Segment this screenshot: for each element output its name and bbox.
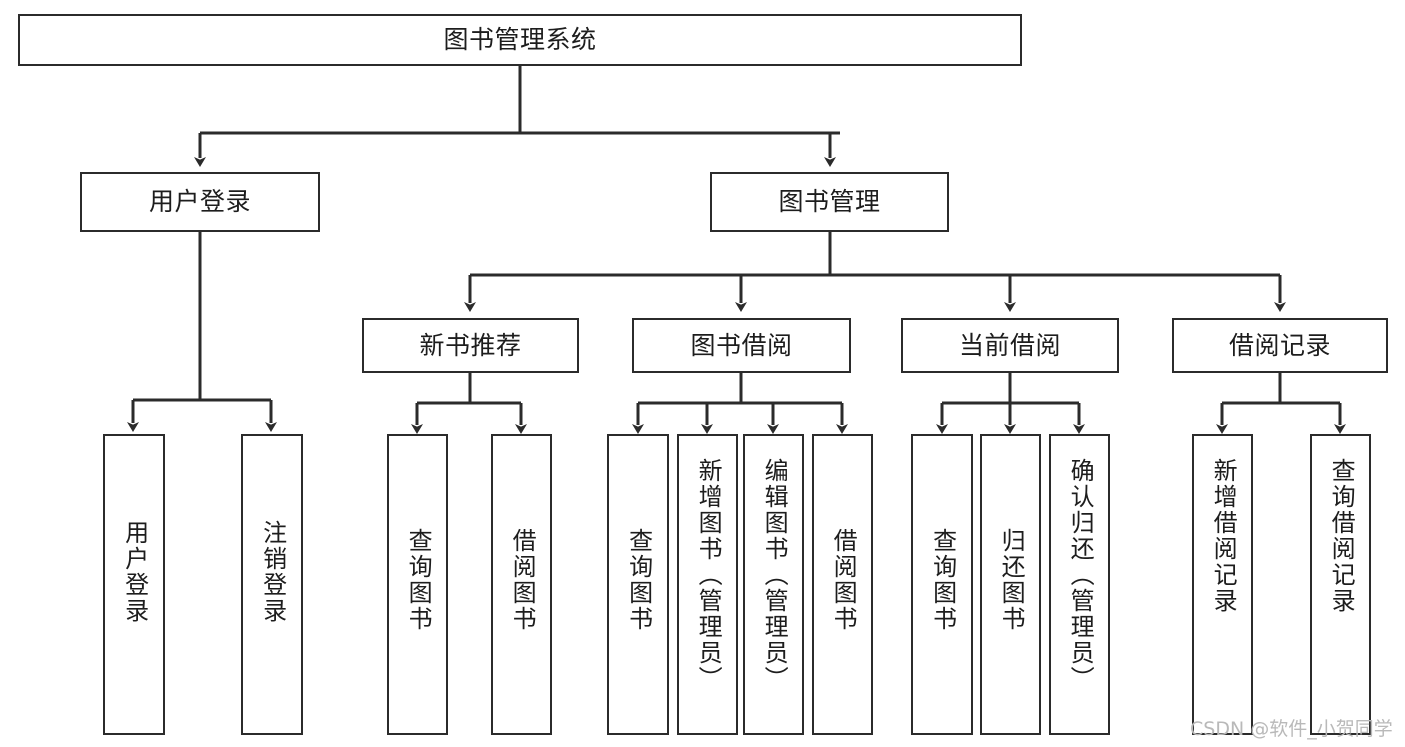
node-label: 归还图书	[997, 528, 1026, 632]
node-label: 当前借阅	[958, 330, 1061, 360]
leaf-query-borrow-record[interactable]: 查询借阅记录	[1310, 434, 1371, 735]
node-label: 图书管理	[778, 187, 881, 217]
node-user-login[interactable]: 用户登录	[80, 172, 320, 232]
leaf-borrow-book-new[interactable]: 借阅图书	[491, 434, 552, 735]
watermark: CSDN @软件_小贺同学	[1190, 718, 1393, 740]
node-borrow-record[interactable]: 借阅记录	[1172, 318, 1388, 373]
node-root-book-management-system[interactable]: 图书管理系统	[18, 14, 1022, 66]
leaf-return-book[interactable]: 归还图书	[980, 434, 1041, 735]
node-label: 新增借阅记录	[1209, 458, 1238, 614]
node-label: 确认归还（管理员）	[1066, 458, 1095, 692]
leaf-add-book-admin[interactable]: 新增图书（管理员）	[677, 434, 738, 735]
leaf-query-book-borrow[interactable]: 查询图书	[607, 434, 669, 735]
node-current-borrow[interactable]: 当前借阅	[901, 318, 1119, 373]
node-book-borrow[interactable]: 图书借阅	[632, 318, 851, 373]
node-label: 新书推荐	[419, 330, 522, 360]
leaf-logout[interactable]: 注销登录	[241, 434, 303, 735]
node-label: 查询图书	[928, 528, 957, 632]
leaf-query-book-new[interactable]: 查询图书	[387, 434, 448, 735]
node-label: 查询图书	[404, 528, 433, 632]
leaf-confirm-return-admin[interactable]: 确认归还（管理员）	[1049, 434, 1110, 735]
node-label: 新增图书（管理员）	[694, 458, 723, 692]
leaf-add-borrow-record[interactable]: 新增借阅记录	[1192, 434, 1253, 735]
node-label: 用户登录	[120, 520, 149, 624]
node-book-management[interactable]: 图书管理	[710, 172, 949, 232]
leaf-borrow-book[interactable]: 借阅图书	[812, 434, 873, 735]
node-label: 查询图书	[624, 528, 653, 632]
leaf-user-login[interactable]: 用户登录	[103, 434, 165, 735]
node-label: 注销登录	[258, 520, 287, 624]
node-label: 图书借阅	[690, 330, 793, 360]
node-label: 借阅图书	[829, 528, 858, 632]
node-label: 编辑图书（管理员）	[760, 458, 789, 692]
node-label: 查询借阅记录	[1327, 458, 1356, 614]
leaf-edit-book-admin[interactable]: 编辑图书（管理员）	[743, 434, 804, 735]
node-label: 图书管理系统	[443, 25, 597, 55]
leaf-query-book-current[interactable]: 查询图书	[911, 434, 973, 735]
node-label: 借阅记录	[1228, 330, 1331, 360]
node-label: 借阅图书	[508, 528, 537, 632]
node-label: 用户登录	[148, 187, 251, 217]
node-new-book-recommend[interactable]: 新书推荐	[362, 318, 579, 373]
